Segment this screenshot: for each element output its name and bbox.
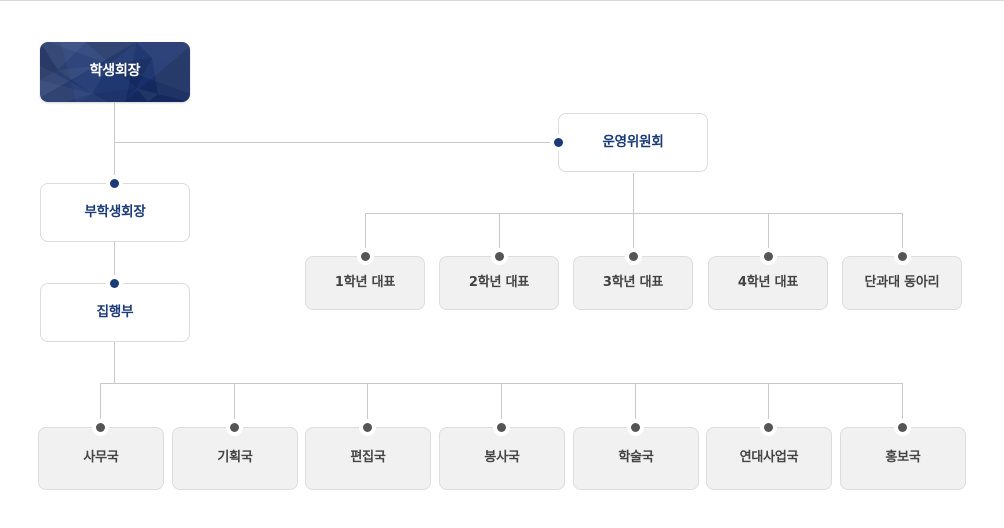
connector-executive-drop-6 <box>768 383 769 428</box>
node-label: 기획국 <box>217 450 253 466</box>
node-label: 집행부 <box>96 304 134 321</box>
connector-dot-executive-department <box>110 279 119 288</box>
node-executive-child-1[interactable]: 사무국 <box>38 427 164 490</box>
node-label: 단과대 동아리 <box>864 274 940 290</box>
connector-dot-steering-child-5 <box>898 252 907 261</box>
connector-dot-executive-child-6 <box>764 423 773 432</box>
node-executive-child-6[interactable]: 연대사업국 <box>706 427 832 490</box>
connector-steering-drop-1 <box>365 213 366 257</box>
node-executive-child-3[interactable]: 편집국 <box>305 427 431 490</box>
connector-dot-executive-child-2 <box>230 423 239 432</box>
connector-root-stem <box>114 103 115 186</box>
connector-dot-executive-child-7 <box>898 423 907 432</box>
connector-dot-executive-child-5 <box>631 423 640 432</box>
node-label: 봉사국 <box>484 450 520 466</box>
connector-executive-drop-2 <box>234 383 235 428</box>
node-label: 학생회장 <box>89 63 141 80</box>
connector-steering-drop-5 <box>902 213 903 257</box>
node-label: 2학년 대표 <box>468 274 530 290</box>
connector-steering-bus <box>365 213 903 214</box>
node-executive-child-5[interactable]: 학술국 <box>573 427 699 490</box>
connector-dot-vice-president <box>110 179 119 188</box>
connector-executive-drop-1 <box>100 383 101 428</box>
node-label: 3학년 대표 <box>602 274 664 290</box>
connector-executive-drop-3 <box>367 383 368 428</box>
connector-dot-steering-child-4 <box>764 252 773 261</box>
node-steering-child-3[interactable]: 3학년 대표 <box>573 256 693 310</box>
node-executive-child-7[interactable]: 홍보국 <box>840 427 966 490</box>
node-executive-child-2[interactable]: 기획국 <box>172 427 298 490</box>
node-label: 홍보국 <box>885 450 921 466</box>
node-label: 편집국 <box>350 450 386 466</box>
node-label: 연대사업국 <box>739 450 799 466</box>
connector-executive-drop-5 <box>635 383 636 428</box>
connector-steering-drop-3 <box>633 213 634 257</box>
node-executive-child-4[interactable]: 봉사국 <box>439 427 565 490</box>
connector-executive-drop-4 <box>501 383 502 428</box>
connector-vice-to-executive <box>114 241 115 286</box>
node-steering-committee[interactable]: 운영위원회 <box>558 113 708 172</box>
connector-dot-executive-child-4 <box>497 423 506 432</box>
node-label: 학술국 <box>618 450 654 466</box>
node-vice-president[interactable]: 부학생회장 <box>40 183 190 242</box>
node-label: 1학년 대표 <box>334 274 396 290</box>
connector-dot-steering <box>554 138 563 147</box>
connector-steering-drop-2 <box>499 213 500 257</box>
node-steering-child-4[interactable]: 4학년 대표 <box>708 256 828 310</box>
node-steering-child-2[interactable]: 2학년 대표 <box>439 256 559 310</box>
connector-root-to-steering <box>114 142 558 143</box>
connector-executive-drop-7 <box>902 383 903 428</box>
connector-executive-stem <box>114 341 115 384</box>
connector-dot-executive-child-3 <box>363 423 372 432</box>
node-executive-department[interactable]: 집행부 <box>40 283 190 342</box>
connector-dot-steering-child-2 <box>495 252 504 261</box>
node-label: 부학생회장 <box>84 204 146 221</box>
node-label: 운영위원회 <box>602 134 664 151</box>
connector-steering-drop-4 <box>768 213 769 257</box>
connector-steering-stem <box>633 173 634 214</box>
connector-dot-steering-child-3 <box>629 252 638 261</box>
node-steering-child-1[interactable]: 1학년 대표 <box>305 256 425 310</box>
node-label: 4학년 대표 <box>737 274 799 290</box>
node-student-president[interactable]: 학생회장 <box>40 42 190 102</box>
node-label: 사무국 <box>83 450 119 466</box>
node-steering-child-5[interactable]: 단과대 동아리 <box>842 256 962 310</box>
connector-dot-steering-child-1 <box>361 252 370 261</box>
connector-dot-executive-child-1 <box>96 423 105 432</box>
